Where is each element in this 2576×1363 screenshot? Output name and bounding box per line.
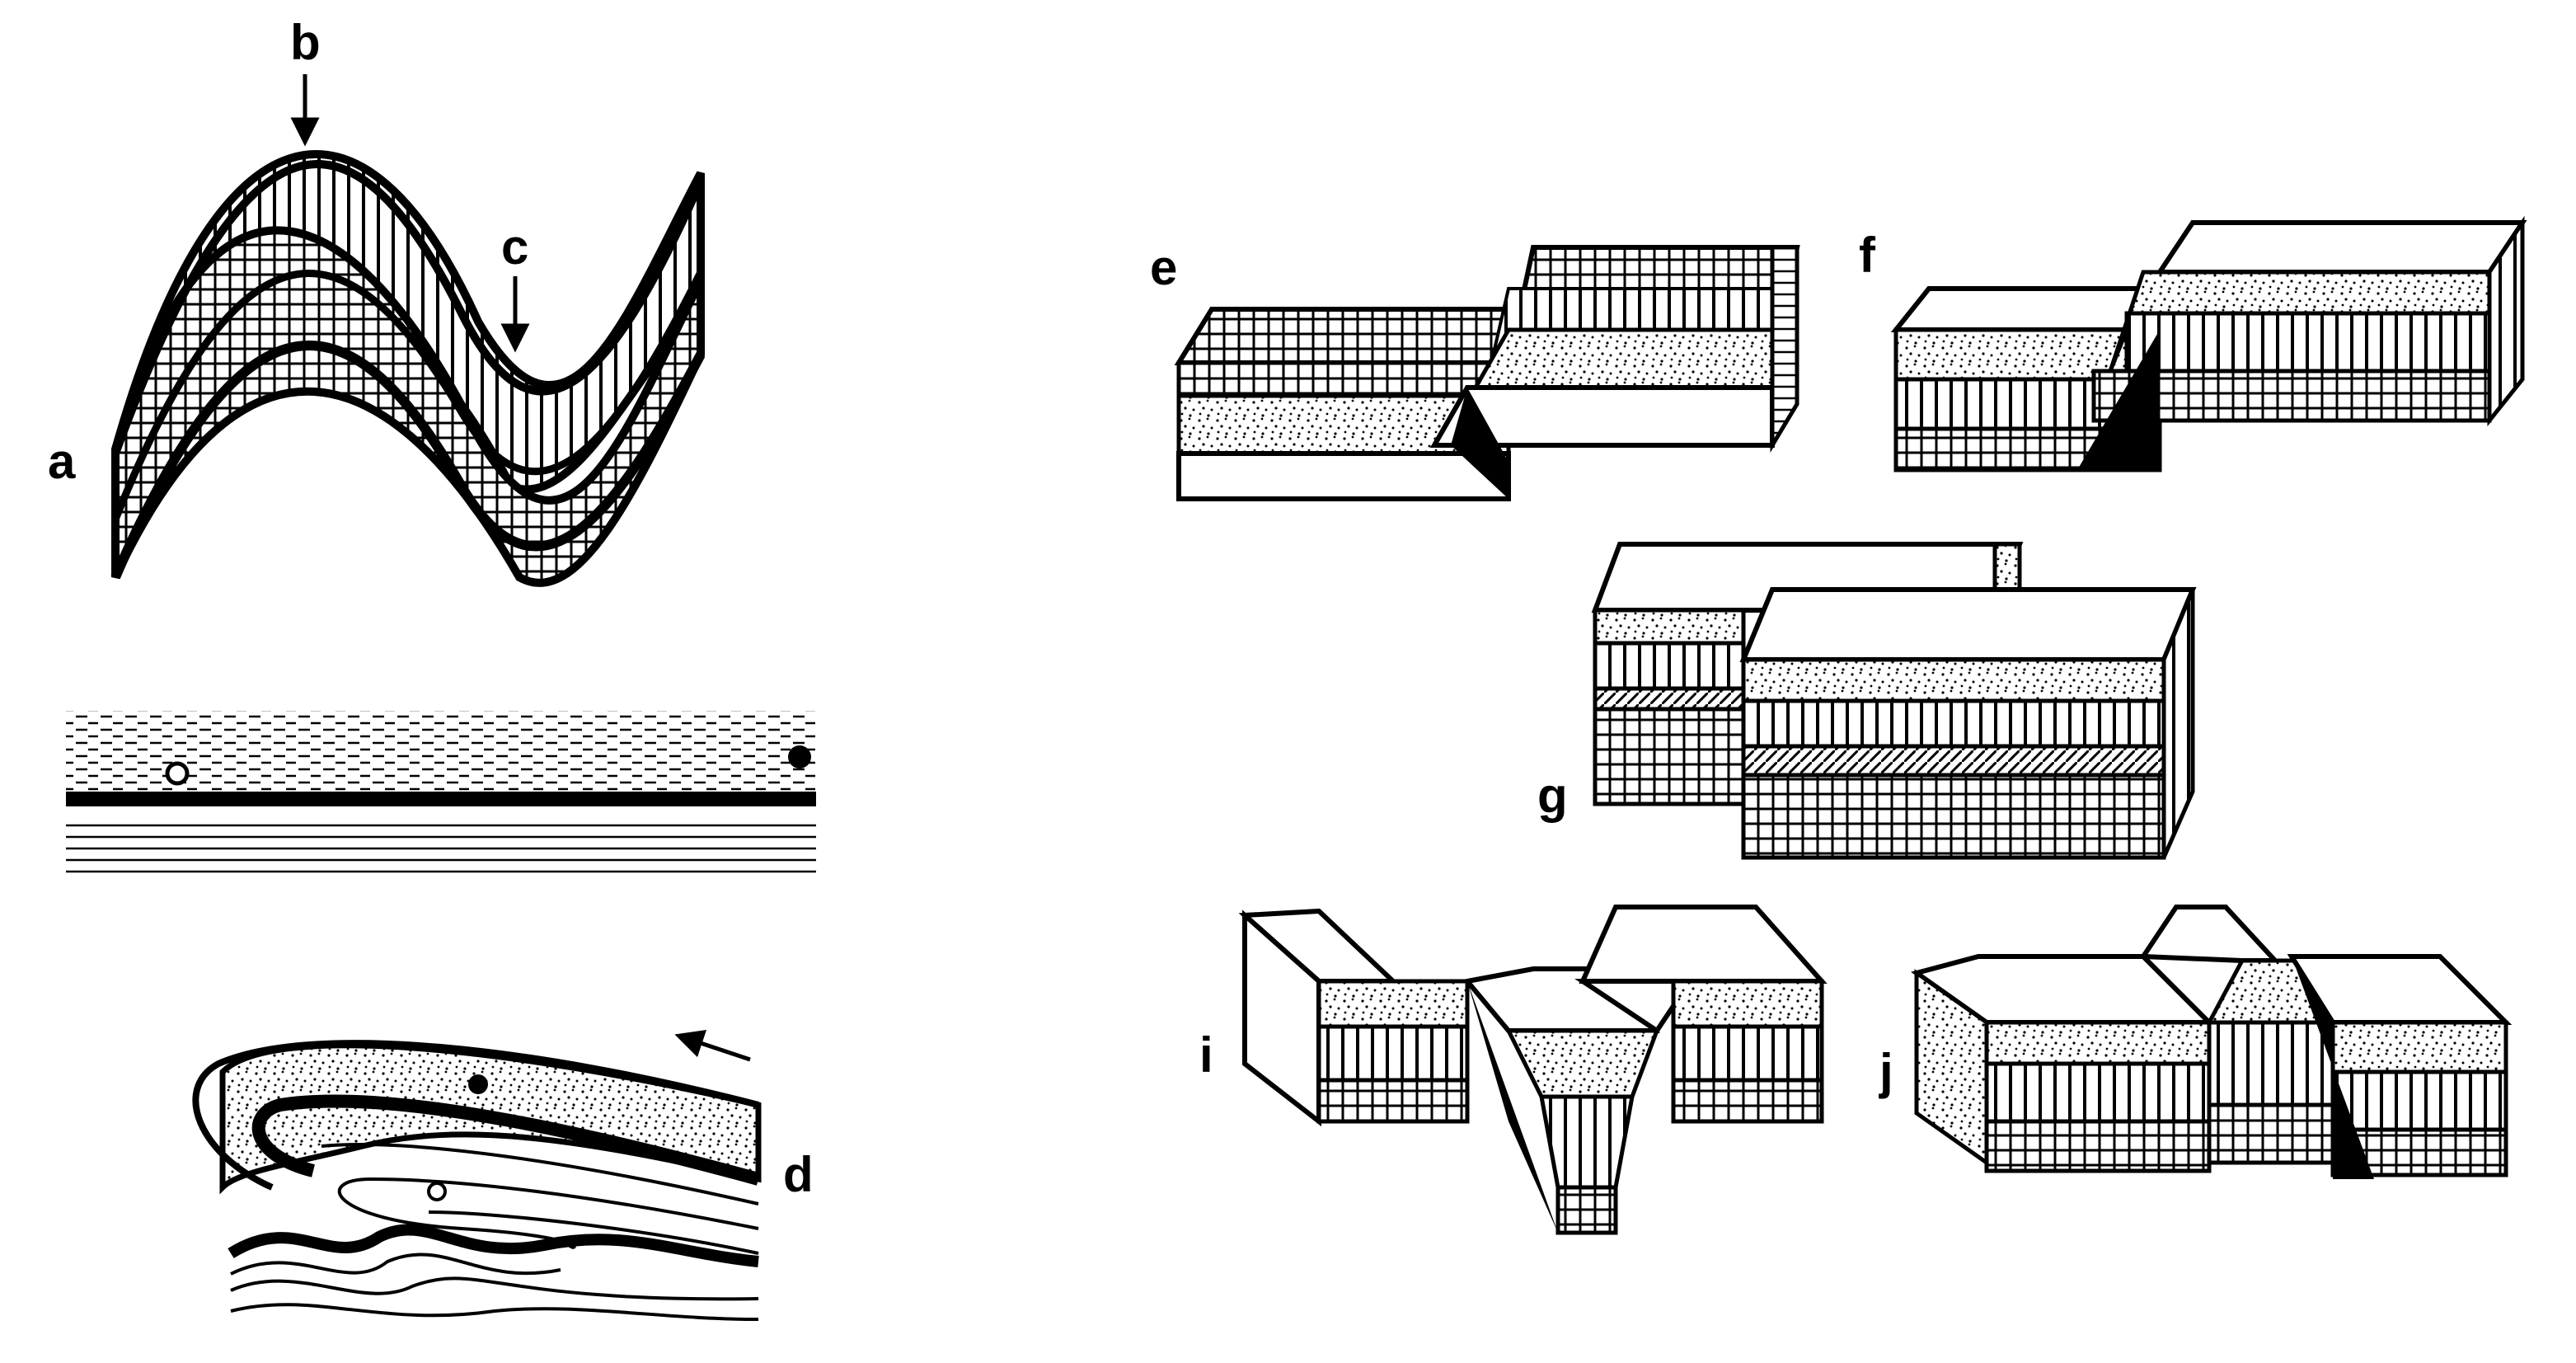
horizontal-strata <box>66 711 816 874</box>
fold-marker-open <box>427 1182 447 1201</box>
label-i: i <box>1199 1027 1213 1083</box>
label-c: c <box>501 219 528 275</box>
fault-block-g <box>1591 542 2197 860</box>
fold-diagram <box>110 150 706 587</box>
label-a: a <box>48 434 76 489</box>
fault-block-f <box>1890 215 2527 472</box>
label-e: e <box>1150 240 1177 295</box>
label-g: g <box>1537 768 1568 823</box>
compression-arrow <box>674 1029 751 1062</box>
label-b: b <box>290 15 321 70</box>
label-j: j <box>1879 1044 1893 1099</box>
recumbent-fold <box>192 1040 762 1321</box>
label-f: f <box>1859 228 1876 283</box>
graben-block-i <box>1238 905 1828 1235</box>
fault-block-e <box>1174 245 1800 501</box>
horst-block-j <box>1911 905 2513 1179</box>
strata-marker-filled <box>788 745 811 768</box>
label-d: d <box>783 1147 814 1202</box>
strata-marker-open <box>165 761 190 786</box>
fold-marker-filled <box>468 1074 488 1094</box>
